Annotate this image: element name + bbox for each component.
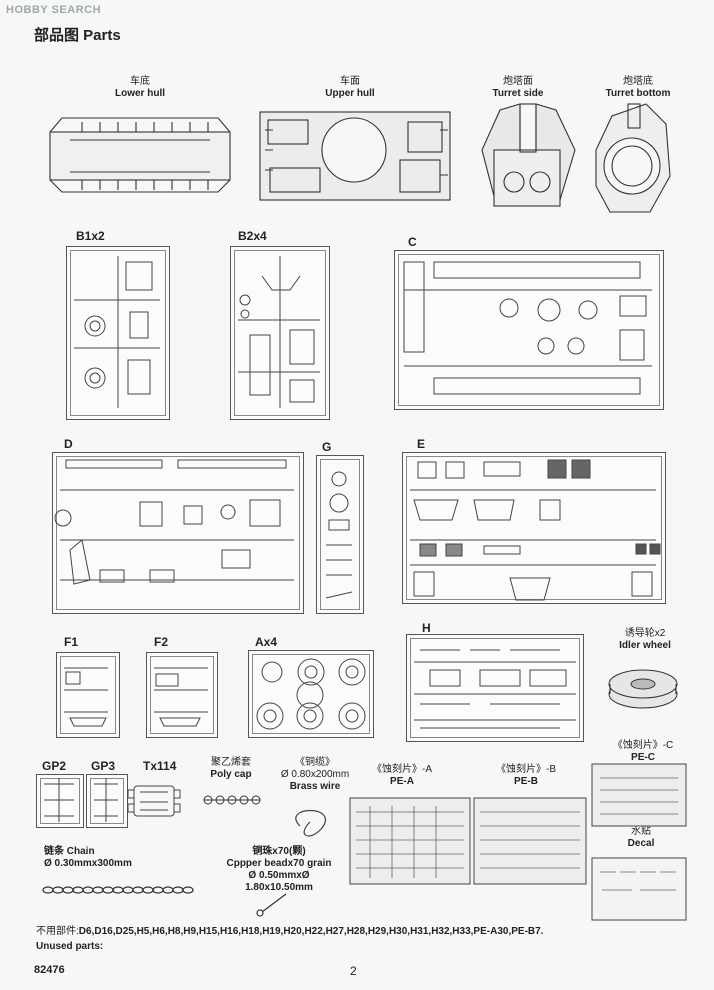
sprue-h-frame bbox=[406, 634, 584, 742]
sprue-a-parts bbox=[256, 658, 366, 730]
sprue-g-label: G bbox=[322, 440, 332, 454]
track-link-drawing bbox=[127, 785, 181, 817]
page-title: 部品图 Parts bbox=[34, 27, 121, 44]
sprue-f2-frame bbox=[146, 652, 218, 738]
sprue-gp2-label: GP2 bbox=[42, 759, 67, 773]
turret-bottom-drawing bbox=[595, 103, 671, 213]
decal-sheet bbox=[591, 857, 687, 921]
sprue-gp2-frame bbox=[36, 774, 84, 828]
sprue-gp3-label: GP3 bbox=[91, 759, 116, 773]
sprue-f2-label: F2 bbox=[154, 635, 169, 649]
sprue-e-parts bbox=[410, 459, 661, 601]
sprue-e-label: E bbox=[417, 437, 426, 451]
sprue-a-frame bbox=[248, 650, 374, 738]
unused-label-en: Unused parts: bbox=[36, 941, 104, 952]
sprue-tx-label: Tx114 bbox=[143, 759, 177, 773]
unused-list: D6,D16,D25,H5,H6,H8,H9,H15,H16,H18,H19,H… bbox=[78, 926, 544, 937]
sprue-f1-frame bbox=[56, 652, 120, 738]
sprue-c-label: C bbox=[408, 235, 417, 249]
sprue-h-parts bbox=[414, 649, 576, 729]
page-number: 2 bbox=[350, 964, 357, 978]
sprue-d-label: D bbox=[64, 437, 73, 451]
sprue-a-label: Ax4 bbox=[255, 635, 278, 649]
sprue-b1-label: B1x2 bbox=[76, 229, 105, 243]
unused-label-cn: 不用部件: bbox=[36, 926, 79, 937]
pe-c-fret bbox=[591, 763, 687, 827]
sprue-c-frame bbox=[394, 250, 664, 410]
sprue-c-parts bbox=[403, 261, 652, 395]
sprue-g-frame bbox=[316, 455, 364, 614]
sprue-f1-label: F1 bbox=[64, 635, 79, 649]
sprue-f-parts bbox=[64, 667, 208, 727]
sprue-b2-parts bbox=[238, 256, 320, 408]
sprue-h-label: H bbox=[422, 621, 431, 635]
watermark: HOBBY SEARCH bbox=[6, 4, 102, 16]
sprue-d-frame bbox=[52, 452, 304, 614]
lower-hull-drawing bbox=[49, 117, 231, 193]
sprue-b1-parts bbox=[74, 256, 160, 408]
turret-side-drawing bbox=[481, 103, 576, 207]
product-code: 82476 bbox=[34, 964, 65, 976]
unused-parts: 不用部件:D6,D16,D25,H5,H6,H8,H9,H15,H16,H18,… bbox=[36, 924, 543, 954]
sprue-d-parts bbox=[54, 459, 294, 585]
sprue-gp3-frame bbox=[86, 774, 128, 828]
sprue-gp-parts bbox=[44, 778, 118, 822]
upper-hull-drawing bbox=[259, 111, 451, 201]
sprue-b2-label: B2x4 bbox=[238, 229, 267, 243]
sprue-g-parts bbox=[325, 471, 353, 599]
